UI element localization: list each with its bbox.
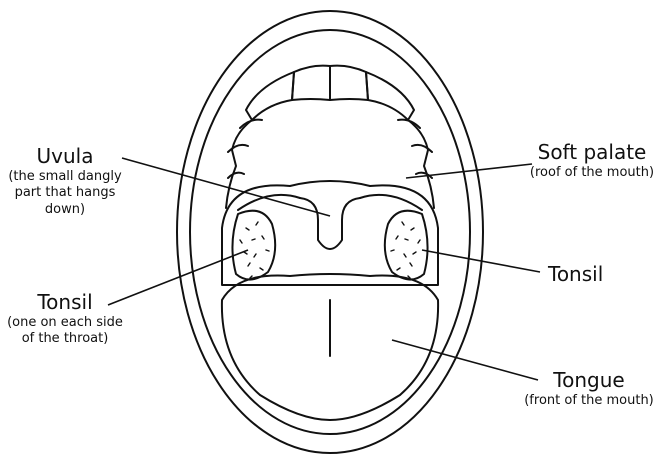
tonsil-left-note-line: (one on each side (6, 315, 124, 331)
soft-palate-label: Soft palate (roof of the mouth) (524, 140, 660, 181)
tonsil-left-shape (232, 211, 275, 280)
upper-teeth (330, 66, 368, 100)
soft-palate-title: Soft palate (524, 140, 660, 165)
uvula-note-line: (the small dangly (6, 169, 124, 185)
uvula-title: Uvula (6, 144, 124, 169)
soft-palate-note: (roof of the mouth) (524, 165, 660, 181)
tonsil-left-note-line: of the throat) (6, 331, 124, 347)
upper-teeth (366, 72, 414, 120)
tongue-note: (front of the mouth) (518, 393, 660, 409)
tonsil-left-title: Tonsil (6, 290, 124, 315)
tonsil-right-title: Tonsil (548, 262, 603, 287)
uvula-note-line: part that hangs (6, 185, 124, 201)
tonsil-right-shape (385, 211, 428, 280)
gum-line (228, 120, 262, 178)
tongue-title: Tongue (518, 368, 660, 393)
uvula-note-line: down) (6, 202, 124, 218)
throat-cavity (222, 181, 438, 285)
upper-teeth (292, 66, 330, 100)
tongue-leader (392, 340, 538, 380)
uvula-shape (300, 198, 360, 249)
tonsil-right-label: Tonsil (548, 262, 603, 287)
upper-teeth (246, 72, 294, 120)
palate-arch (360, 195, 422, 210)
tonsil-left-label: Tonsil (one on each side of the throat) (6, 290, 124, 348)
palate-arch (238, 195, 300, 210)
gum-line (398, 120, 432, 178)
uvula-label: Uvula (the small dangly part that hangs … (6, 144, 124, 218)
tongue-label: Tongue (front of the mouth) (518, 368, 660, 409)
